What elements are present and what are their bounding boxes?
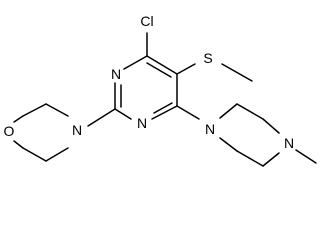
morpholine-ring: [13, 103, 69, 162]
atom-label-n-piperazine-left: N: [205, 121, 215, 137]
bond-pip-n-c-bottomright: [262, 152, 280, 167]
bond-s-ch3: [221, 63, 253, 82]
atom-label-s: S: [203, 50, 212, 66]
atom-label-n-pyrimidine-bottom: N: [137, 115, 147, 131]
bond-morph-c-n-bottom: [45, 147, 69, 162]
bond-pip-c-n-bottomleft: [219, 137, 238, 152]
bond-morph-c-o-top: [13, 115, 24, 123]
pyrimidine-ring: [114, 55, 178, 120]
bond-n1-c6: [151, 105, 178, 120]
bond-c6-piperazine-n: [176, 105, 200, 120]
atom-label-n-morpholine: N: [72, 122, 82, 138]
atom-label-n-pyrimidine-top: N: [111, 66, 121, 82]
bond-n1-c6-inner: [153, 102, 173, 114]
atom-label-cl: Cl: [140, 13, 153, 29]
bond-c2-n1: [114, 108, 132, 120]
bond-pip-c-n-topright: [262, 118, 280, 134]
bond-pip-n-methyl: [295, 149, 317, 164]
atom-label-n-piperazine-right: N: [284, 135, 294, 151]
bond-c5-c4: [146, 55, 178, 75]
bond-morph-o-c-bottom: [13, 140, 24, 149]
atom-label-o-morpholine: O: [4, 123, 15, 139]
bond-pip-c-c-bottom: [236, 150, 264, 167]
bond-c2-morpholine-n: [87, 108, 116, 127]
bond-morph-c-c-topleft: [22, 103, 47, 117]
bond-c5-s: [176, 63, 196, 75]
bond-morph-n-c-top: [45, 103, 69, 117]
bond-pip-n-c-top: [219, 103, 238, 119]
bond-c4-n3: [123, 55, 148, 70]
bond-morph-c-c-bottomleft: [22, 147, 47, 162]
bond-c5-c4-inner: [146, 62, 172, 78]
piperazine-ring: [219, 103, 317, 167]
chemical-structure-diagram: Cl S N N N O N N: [4, 13, 317, 167]
bond-pip-c-c-top: [236, 103, 264, 120]
